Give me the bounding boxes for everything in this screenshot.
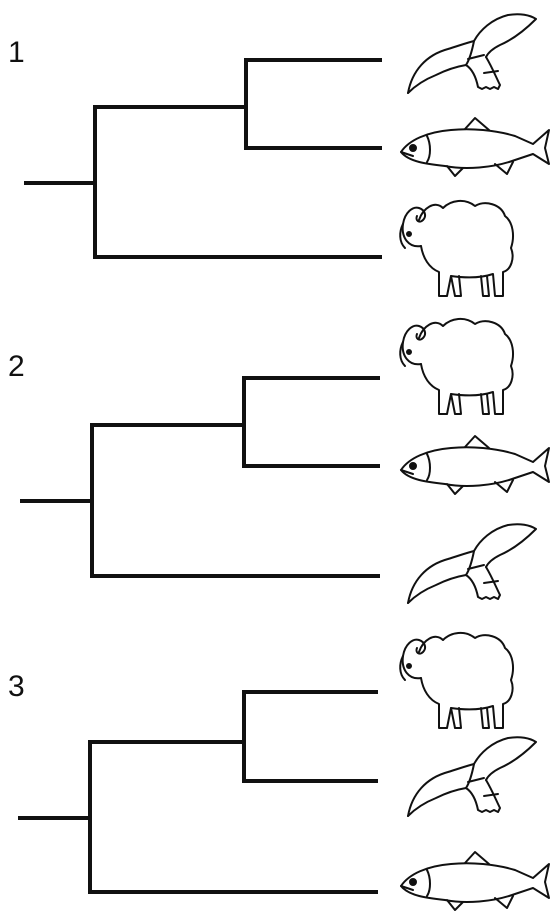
- bird-icon: [407, 13, 537, 94]
- fish-icon: [400, 851, 550, 911]
- panel-3-label: 3: [8, 670, 25, 703]
- sheep-icon: [399, 631, 514, 729]
- fish-icon: [400, 117, 550, 177]
- sheep-icon: [399, 317, 514, 415]
- panel-2-tree: [20, 376, 380, 578]
- panel-2-label: 2: [8, 350, 25, 383]
- fish-icon: [400, 435, 550, 495]
- panel-3-tree: [18, 690, 378, 894]
- panel-1-tree: [24, 58, 382, 259]
- bird-icon: [407, 736, 537, 817]
- bird-icon: [407, 523, 537, 604]
- panel-1-label: 1: [8, 36, 25, 69]
- sheep-icon: [399, 199, 514, 297]
